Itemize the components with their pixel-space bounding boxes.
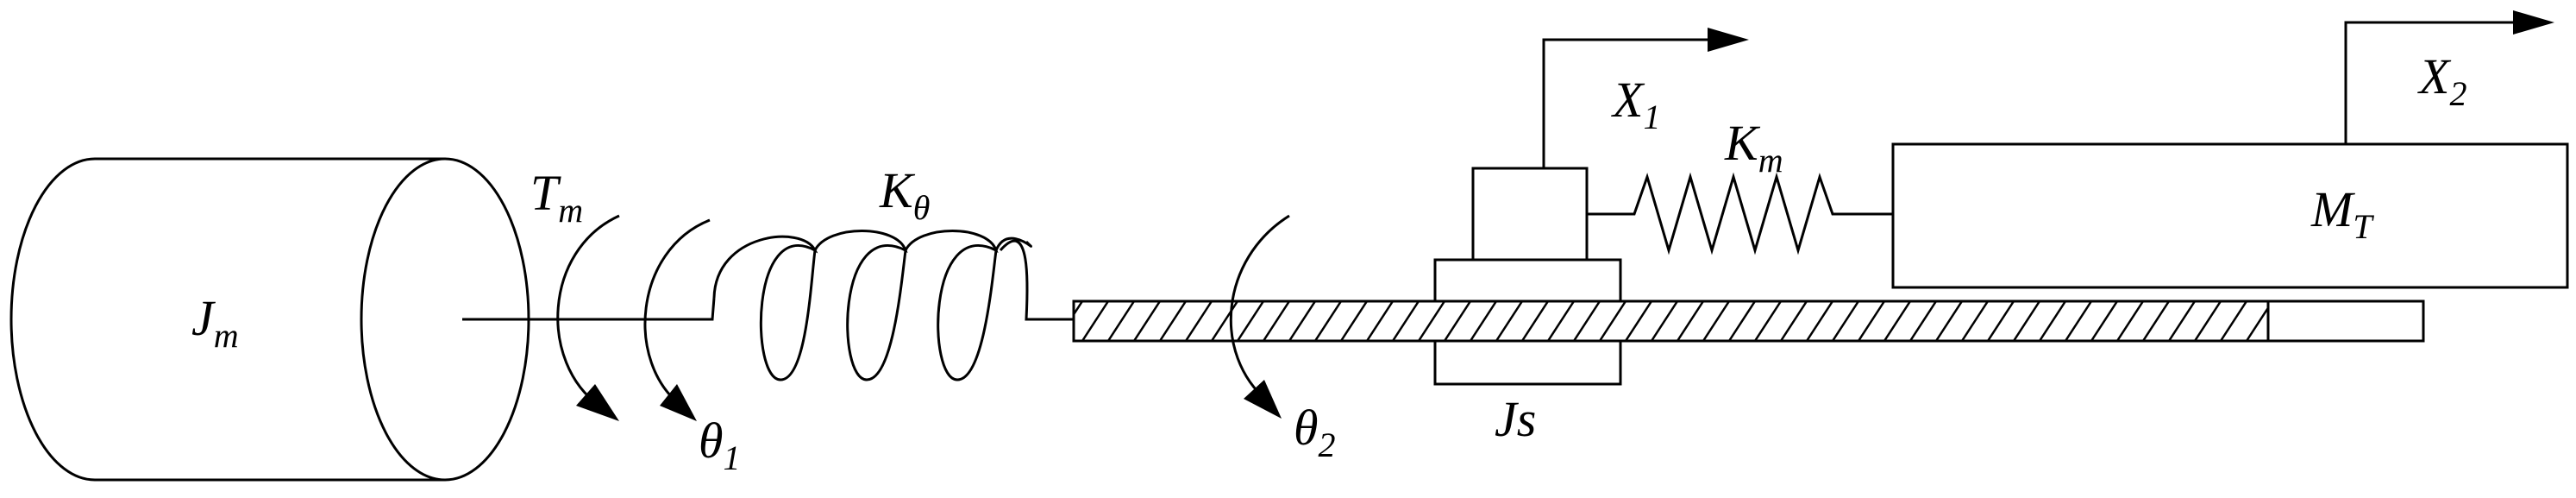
motor-torque-label: Tm xyxy=(530,165,583,230)
motor-cylinder xyxy=(9,157,530,482)
screw-thread-line xyxy=(2141,301,2171,341)
screw-thread-line xyxy=(1391,301,1420,341)
screw-thread-line xyxy=(1934,301,1964,341)
screw-thread-line xyxy=(2064,301,2093,341)
screw-thread-line xyxy=(1158,301,1188,341)
screw-thread-line xyxy=(1236,301,1265,341)
screw-thread-line xyxy=(2012,301,2041,341)
angle-1-label: θ1 xyxy=(699,413,741,477)
screw-thread-line xyxy=(1650,301,1679,341)
screw-thread-line xyxy=(1805,301,1834,341)
screw-thread-line xyxy=(1417,301,1446,341)
screw-thread-line xyxy=(1908,301,1938,341)
screw-thread-line xyxy=(1753,301,1783,341)
spring-lead-out xyxy=(999,239,1074,321)
axial-stiffness-label: Km xyxy=(1724,115,1783,180)
x1-arrow xyxy=(1542,28,1749,168)
screw-nut xyxy=(1433,258,1622,386)
screw-thread-line xyxy=(1469,301,1498,341)
displacement-2-label: X2 xyxy=(2417,48,2466,113)
screw-thread-line xyxy=(2193,301,2222,341)
displacement-1-label: X1 xyxy=(1611,72,1660,136)
screw-thread-line xyxy=(2219,301,2248,341)
screw-thread-line xyxy=(1857,301,1886,341)
screw-thread-line xyxy=(1598,301,1627,341)
screw-thread-line xyxy=(1495,301,1524,341)
motor-inertia-label: Jm xyxy=(191,290,239,355)
screw-thread-line xyxy=(1132,301,1162,341)
screw-thread-line xyxy=(2272,301,2298,341)
angle-2-label: θ2 xyxy=(1294,400,1336,464)
screw-thread-line xyxy=(1365,301,1395,341)
screw-thread-line xyxy=(1210,301,1239,341)
table-mass-label: MT xyxy=(2310,181,2374,246)
screw-thread-line xyxy=(1546,301,1576,341)
screw-thread-line xyxy=(1262,301,1291,341)
axial-spring xyxy=(1587,172,1893,255)
screw-inertia-label: Js xyxy=(1495,391,1536,447)
ball-screw xyxy=(1072,299,2425,343)
theta1-arrow xyxy=(643,218,711,421)
screw-thread-line xyxy=(1074,301,1084,317)
screw-thread-line xyxy=(1624,301,1653,341)
screw-thread-line xyxy=(1520,301,1550,341)
screw-thread-line xyxy=(1313,301,1343,341)
screw-thread-line xyxy=(2038,301,2067,341)
screw-thread-line xyxy=(1779,301,1808,341)
screw-thread-line xyxy=(1572,301,1601,341)
motor-shaft xyxy=(462,297,716,321)
screw-thread-line xyxy=(1986,301,2015,341)
screw-thread-line xyxy=(2115,301,2145,341)
x2-arrow xyxy=(2344,10,2554,144)
screw-thread-line xyxy=(1106,301,1136,341)
screw-thread-line xyxy=(1702,301,1731,341)
screw-thread-line xyxy=(2090,301,2119,341)
screw-thread-line xyxy=(1727,301,1757,341)
nut-mass-block xyxy=(1471,167,1589,262)
torsional-spring xyxy=(712,230,1032,381)
theta2-arrow xyxy=(1229,214,1290,419)
table-mass-block xyxy=(1891,142,2569,289)
screw-thread-line xyxy=(1831,301,1860,341)
screw-thread-line xyxy=(1339,301,1369,341)
screw-thread-line xyxy=(1288,301,1317,341)
torsional-stiffness-label: Kθ xyxy=(879,162,930,227)
screw-thread-line xyxy=(1184,301,1213,341)
screw-thread-line xyxy=(1960,301,1990,341)
screw-thread-line xyxy=(1081,301,1110,341)
screw-thread-line xyxy=(1676,301,1705,341)
screw-thread-line xyxy=(1883,301,1912,341)
screw-thread-line xyxy=(2167,301,2197,341)
torque-arrow xyxy=(556,214,620,421)
screw-thread-line xyxy=(1443,301,1472,341)
screw-thread-line xyxy=(2245,306,2268,341)
